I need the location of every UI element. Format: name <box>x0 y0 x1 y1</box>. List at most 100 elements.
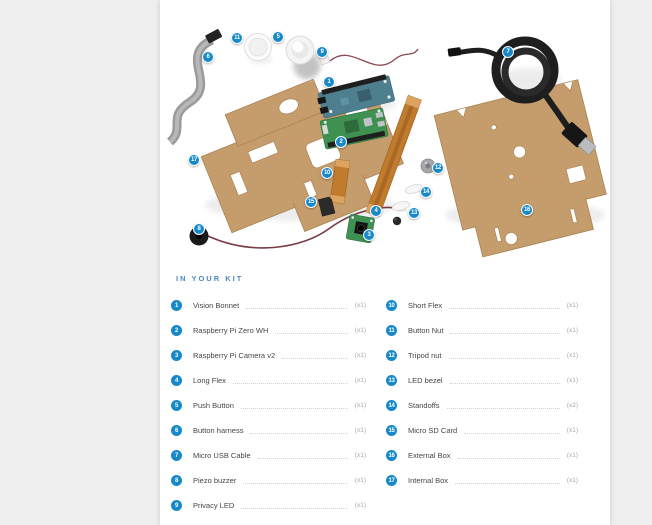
kit-item-count: (x1) <box>566 477 578 484</box>
kit-item-leader-line <box>250 432 348 434</box>
kit-item-name: LED bezel <box>408 376 443 385</box>
kit-item-name: Micro USB Cable <box>193 451 251 460</box>
kit-item-count: (x1) <box>566 327 578 334</box>
kit-item-row: 10 Short Flex (x1) <box>386 293 578 318</box>
kit-item-leader-line <box>464 432 560 434</box>
section-title: IN YOUR KIT <box>176 274 244 283</box>
kit-item-number-badge: 3 <box>171 350 182 361</box>
kit-item-name: Internal Box <box>408 476 449 485</box>
kit-item-name: Micro SD Card <box>408 426 458 435</box>
button-harness-cable <box>166 29 223 146</box>
led-bezel <box>392 216 402 226</box>
kit-item-leader-line <box>241 507 348 509</box>
kit-column-right: 10 Short Flex (x1) 11 Button Nut (x1) 12 Tripod… <box>386 293 578 518</box>
kit-item-name: Short Flex <box>408 301 443 310</box>
kit-item-count: (x1) <box>354 377 366 384</box>
kit-item-leader-line <box>257 457 348 459</box>
kit-item-row: 12 Tripod nut (x1) <box>386 343 578 368</box>
part-marker-5: 5 <box>272 31 284 43</box>
kit-item-leader-line <box>446 407 560 409</box>
part-marker-11: 11 <box>231 32 243 44</box>
part-marker-17: 17 <box>188 154 200 166</box>
kit-item-number-badge: 1 <box>171 300 182 311</box>
part-marker-1: 1 <box>323 76 335 88</box>
kit-item-number-badge: 17 <box>386 475 397 486</box>
kit-item-number-badge: 13 <box>386 375 397 386</box>
kit-item-leader-line <box>449 382 560 384</box>
part-marker-10: 10 <box>321 167 333 179</box>
kit-item-number-badge: 4 <box>171 375 182 386</box>
kit-item-number-badge: 12 <box>386 350 397 361</box>
kit-item-count: (x1) <box>354 427 366 434</box>
kit-item-count: (x1) <box>566 302 578 309</box>
external-box-cardboard <box>433 79 607 258</box>
kit-item-count: (x1) <box>354 302 366 309</box>
kit-item-name: Long Flex <box>193 376 226 385</box>
part-marker-7: 7 <box>502 46 514 58</box>
kit-item-count: (x1) <box>566 427 578 434</box>
kit-item-leader-line <box>243 482 348 484</box>
privacy-led-wire <box>319 48 419 66</box>
kit-item-count: (x2) <box>566 402 578 409</box>
kit-item-name: Raspberry Pi Camera v2 <box>193 351 276 360</box>
part-marker-14: 14 <box>420 186 432 198</box>
kit-item-name: Button Nut <box>408 326 444 335</box>
part-marker-2: 2 <box>335 136 347 148</box>
part-marker-13: 13 <box>408 207 420 219</box>
part-marker-15: 15 <box>305 196 317 208</box>
kit-item-count: (x1) <box>354 502 366 509</box>
kit-item-leader-line <box>457 457 560 459</box>
short-flex-cable <box>329 158 351 205</box>
kit-item-row: 14 Standoffs (x2) <box>386 393 578 418</box>
micro-sd-card <box>317 196 336 217</box>
kit-item-count: (x1) <box>354 402 366 409</box>
kit-item-name: Tripod nut <box>408 351 442 360</box>
part-marker-6: 6 <box>202 51 214 63</box>
kit-item-leader-line <box>282 357 348 359</box>
kit-item-name: External Box <box>408 451 451 460</box>
tripod-nut <box>420 158 436 174</box>
kit-item-count: (x1) <box>354 327 366 334</box>
kit-item-count: (x1) <box>566 352 578 359</box>
kit-item-row: 13 LED bezel (x1) <box>386 368 578 393</box>
kit-photo-illustration <box>166 29 607 258</box>
micro-usb-cable <box>447 36 597 156</box>
part-marker-8: 8 <box>193 223 205 235</box>
kit-item-number-badge: 9 <box>171 500 182 511</box>
button-nut <box>244 33 272 61</box>
kit-item-name: Piezo buzzer <box>193 476 237 485</box>
kit-item-number-badge: 8 <box>171 475 182 486</box>
part-marker-9: 9 <box>316 46 328 58</box>
push-button <box>285 35 320 79</box>
kit-item-number-badge: 7 <box>171 450 182 461</box>
kit-item-row: 4 Long Flex (x1) <box>171 368 366 393</box>
part-marker-4: 4 <box>370 205 382 217</box>
kit-item-name: Standoffs <box>408 401 440 410</box>
kit-item-count: (x1) <box>566 452 578 459</box>
kit-item-number-badge: 14 <box>386 400 397 411</box>
kit-item-count: (x1) <box>566 377 578 384</box>
kit-item-leader-line <box>449 307 560 309</box>
kit-item-row: 17 Internal Box (x1) <box>386 468 578 493</box>
vision-bonnet-board <box>317 74 395 119</box>
kit-item-number-badge: 10 <box>386 300 397 311</box>
kit-item-name: Raspberry Pi Zero WH <box>193 326 269 335</box>
kit-item-leader-line <box>232 382 348 384</box>
kit-item-row: 11 Button Nut (x1) <box>386 318 578 343</box>
kit-item-number-badge: 11 <box>386 325 397 336</box>
part-marker-12: 12 <box>432 162 444 174</box>
kit-item-number-badge: 5 <box>171 400 182 411</box>
standoffs <box>391 184 424 211</box>
kit-item-leader-line <box>448 357 560 359</box>
